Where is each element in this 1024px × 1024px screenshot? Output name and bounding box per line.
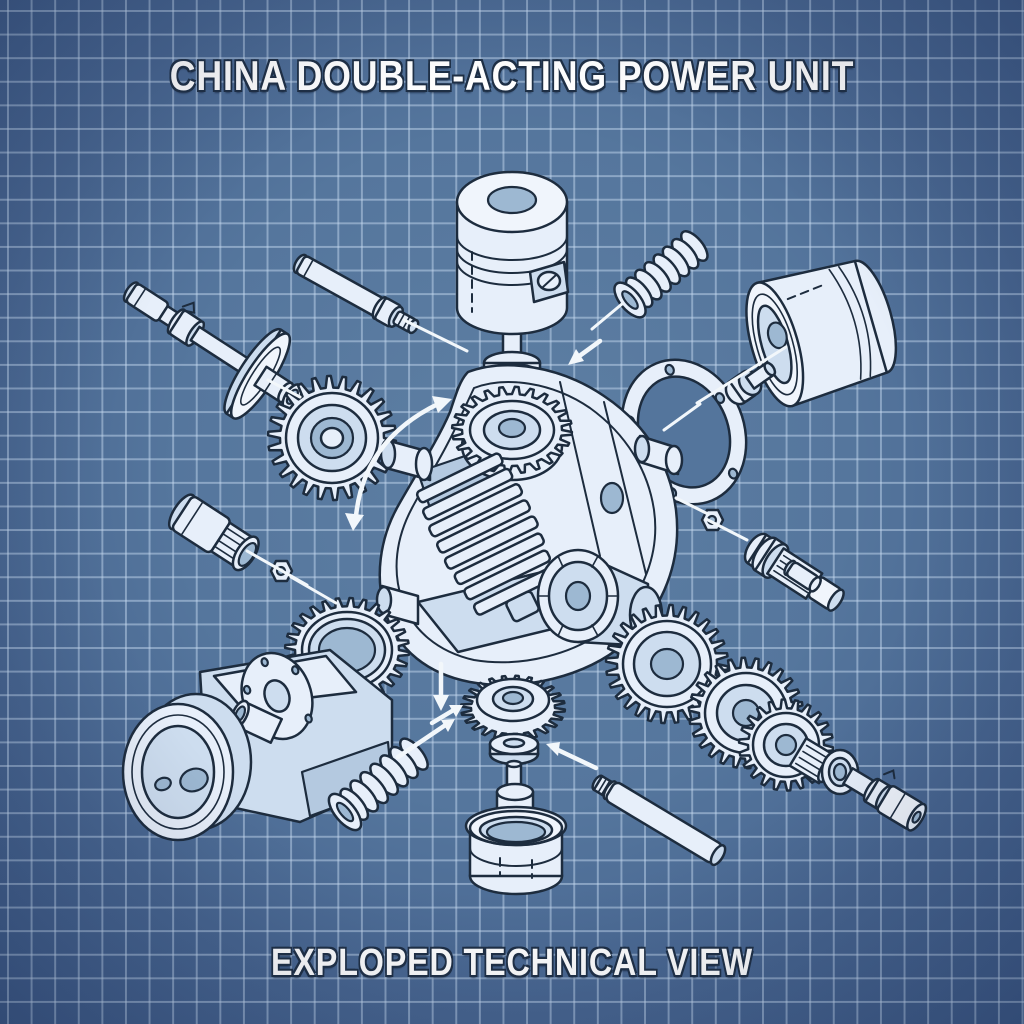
arrow-up-right-center: [429, 705, 463, 726]
connecting-rod-bottom-right: [591, 774, 727, 867]
gear-train-right: [604, 603, 928, 832]
arrow-piston-base: [568, 338, 603, 365]
coil-spring-top-right: [613, 230, 709, 319]
inspection-hole: [599, 481, 625, 515]
bottom-gear: [459, 674, 567, 742]
gear-a: [604, 603, 730, 725]
page-caption: EXPLOPED TECHNICAL VIEW: [270, 941, 753, 985]
flange-bolt-right: [724, 361, 777, 406]
output-shaft-right: [842, 767, 928, 832]
leader-lines: [245, 302, 788, 605]
pulley-drive-assembly: [121, 648, 394, 842]
small-pin-right: [783, 559, 822, 593]
thrust-washer: [488, 732, 540, 766]
helical-gear-left: [266, 374, 398, 502]
arrow-to-washer: [546, 742, 599, 771]
cylinder-drum-right: [745, 259, 898, 408]
dowel-bolt-top-left: [292, 253, 420, 335]
ring-gear-bottom-left: [283, 596, 411, 704]
gear-stack: [415, 452, 558, 623]
spline-plug-left: [167, 493, 260, 572]
rotation-arrow: [345, 396, 452, 531]
gearbox-housing: [375, 364, 684, 687]
spline-bushing-right: [743, 532, 845, 612]
page-title: CHINA DOUBLE-ACTING POWER UNIT: [169, 51, 855, 100]
arrow-from-spring: [395, 719, 455, 760]
arrow-down-center: [433, 661, 449, 711]
input-shaft-left: [122, 281, 304, 420]
pulley-disc: [121, 692, 253, 842]
cup-piston-bottom: [464, 805, 568, 896]
coil-spring-bottom-left: [327, 737, 429, 832]
